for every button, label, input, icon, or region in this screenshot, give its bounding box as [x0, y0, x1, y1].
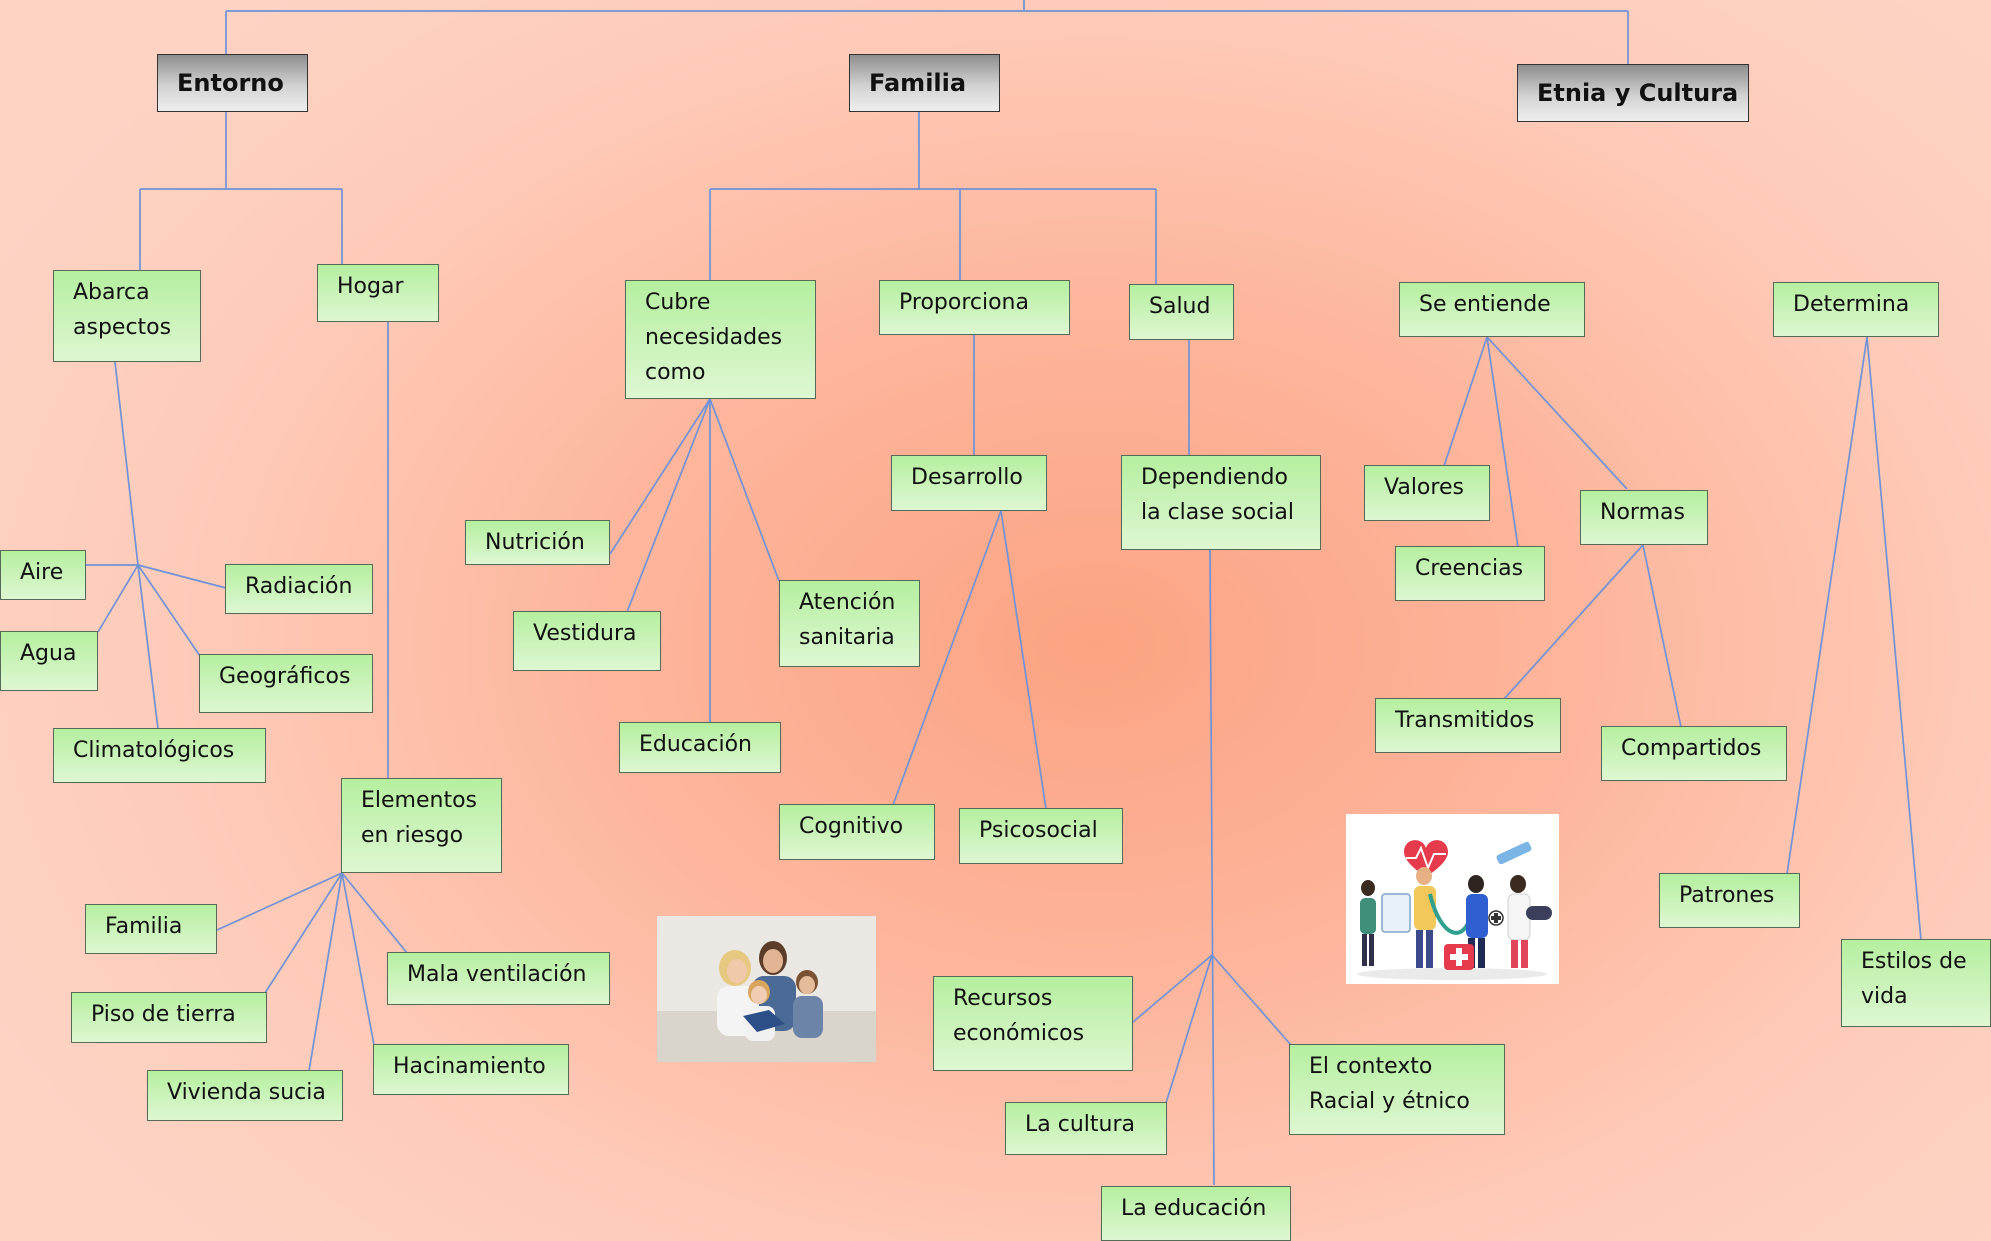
node-creencias: Creencias: [1395, 546, 1545, 601]
family-photo: [657, 916, 876, 1062]
node-abarca-aspectos: Abarca aspectos: [53, 270, 201, 362]
node-vestidura: Vestidura: [513, 611, 661, 671]
node-elementos-en-riesgo: Elementos en riesgo: [341, 778, 502, 873]
node-radiacion: Radiación: [225, 564, 373, 614]
node-familia-riesgo: Familia: [85, 904, 217, 954]
node-la-educacion: La educación: [1101, 1186, 1291, 1241]
node-mala-ventilacion: Mala ventilación: [387, 952, 610, 1005]
node-climatologicos: Climatológicos: [53, 728, 266, 783]
node-dependiendo-clase-social: Dependiendo la clase social: [1121, 455, 1321, 550]
node-patrones: Patrones: [1659, 873, 1800, 928]
node-psicosocial: Psicosocial: [959, 808, 1123, 864]
node-compartidos: Compartidos: [1601, 726, 1787, 781]
node-normas: Normas: [1580, 490, 1708, 545]
node-agua: Agua: [0, 631, 98, 691]
header-entorno: Entorno: [157, 54, 308, 112]
node-cubre-necesidades: Cubre necesidades como: [625, 280, 816, 399]
node-proporciona: Proporciona: [879, 280, 1070, 335]
node-se-entiende: Se entiende: [1399, 282, 1585, 337]
node-piso-de-tierra: Piso de tierra: [71, 992, 267, 1043]
node-salud: Salud: [1129, 284, 1234, 340]
node-nutricion: Nutrición: [465, 520, 610, 565]
node-educacion: Educación: [619, 722, 781, 773]
node-hogar: Hogar: [317, 264, 439, 322]
node-estilos-de-vida: Estilos de vida: [1841, 939, 1991, 1027]
health-illustration: [1346, 814, 1559, 984]
node-transmitidos: Transmitidos: [1375, 698, 1561, 753]
node-geograficos: Geográficos: [199, 654, 373, 713]
node-valores: Valores: [1364, 465, 1490, 521]
header-familia: Familia: [849, 54, 1000, 112]
node-recursos-economicos: Recursos económicos: [933, 976, 1133, 1071]
header-etnia-y-cultura: Etnia y Cultura: [1517, 64, 1749, 122]
node-hacinamiento: Hacinamiento: [373, 1044, 569, 1095]
node-desarrollo: Desarrollo: [891, 455, 1047, 511]
node-determina: Determina: [1773, 282, 1939, 337]
node-cognitivo: Cognitivo: [779, 804, 935, 860]
node-contexto-racial: El contexto Racial y étnico: [1289, 1044, 1505, 1135]
node-la-cultura: La cultura: [1005, 1102, 1167, 1155]
node-atencion-sanitaria: Atención sanitaria: [779, 580, 920, 667]
node-vivienda-sucia: Vivienda sucia: [147, 1070, 343, 1121]
node-aire: Aire: [0, 550, 86, 600]
